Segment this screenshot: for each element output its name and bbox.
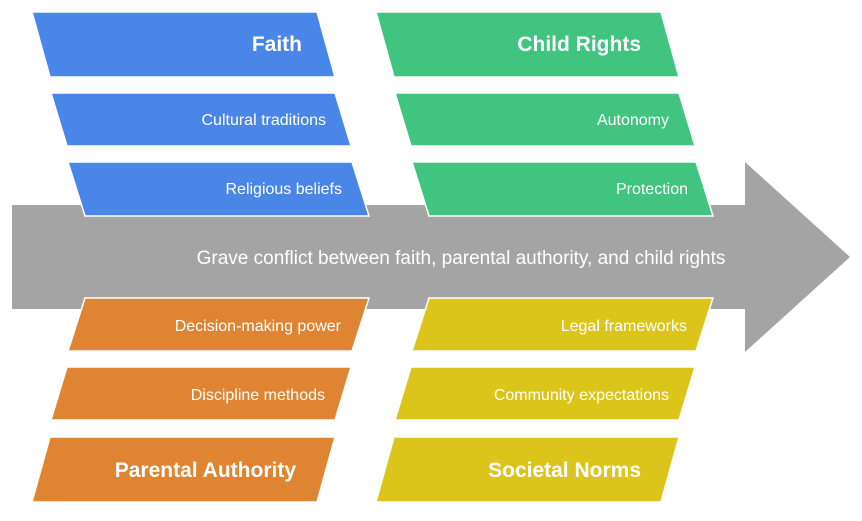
parental-authority-category-box — [31, 436, 336, 503]
child-rights-category-box — [375, 11, 680, 78]
faith-cause-label: Religious beliefs — [225, 181, 342, 198]
societal-norms-cause-label: Community expectations — [494, 387, 669, 404]
parental-authority-cause-box — [49, 366, 353, 421]
parental-authority-cause-label: Discipline methods — [191, 387, 325, 404]
effect-label: Grave conflict between faith, parental a… — [197, 248, 726, 269]
societal-norms-cause-label: Legal frameworks — [561, 318, 687, 335]
parental-authority-cause-label: Decision-making power — [175, 318, 342, 335]
child-rights-cause-box — [410, 161, 715, 217]
faith-cause-box — [66, 161, 371, 217]
parental-authority-cause-box — [66, 297, 371, 352]
parental-authority-category-title: Parental Authority — [115, 459, 297, 482]
faith-category-title: Faith — [252, 33, 302, 56]
faith-category-box — [31, 11, 336, 78]
child-rights-cause-label: Protection — [616, 181, 688, 198]
child-rights-category-title: Child Rights — [517, 33, 641, 56]
faith-cause-box — [49, 92, 353, 147]
child-rights-cause-box — [393, 92, 697, 147]
societal-norms-cause-box — [410, 297, 715, 352]
child-rights-cause-label: Autonomy — [597, 112, 669, 129]
societal-norms-category-box — [375, 436, 680, 503]
faith-cause-label: Cultural traditions — [202, 112, 327, 129]
societal-norms-category-title: Societal Norms — [488, 459, 641, 482]
societal-norms-cause-box — [393, 366, 697, 421]
